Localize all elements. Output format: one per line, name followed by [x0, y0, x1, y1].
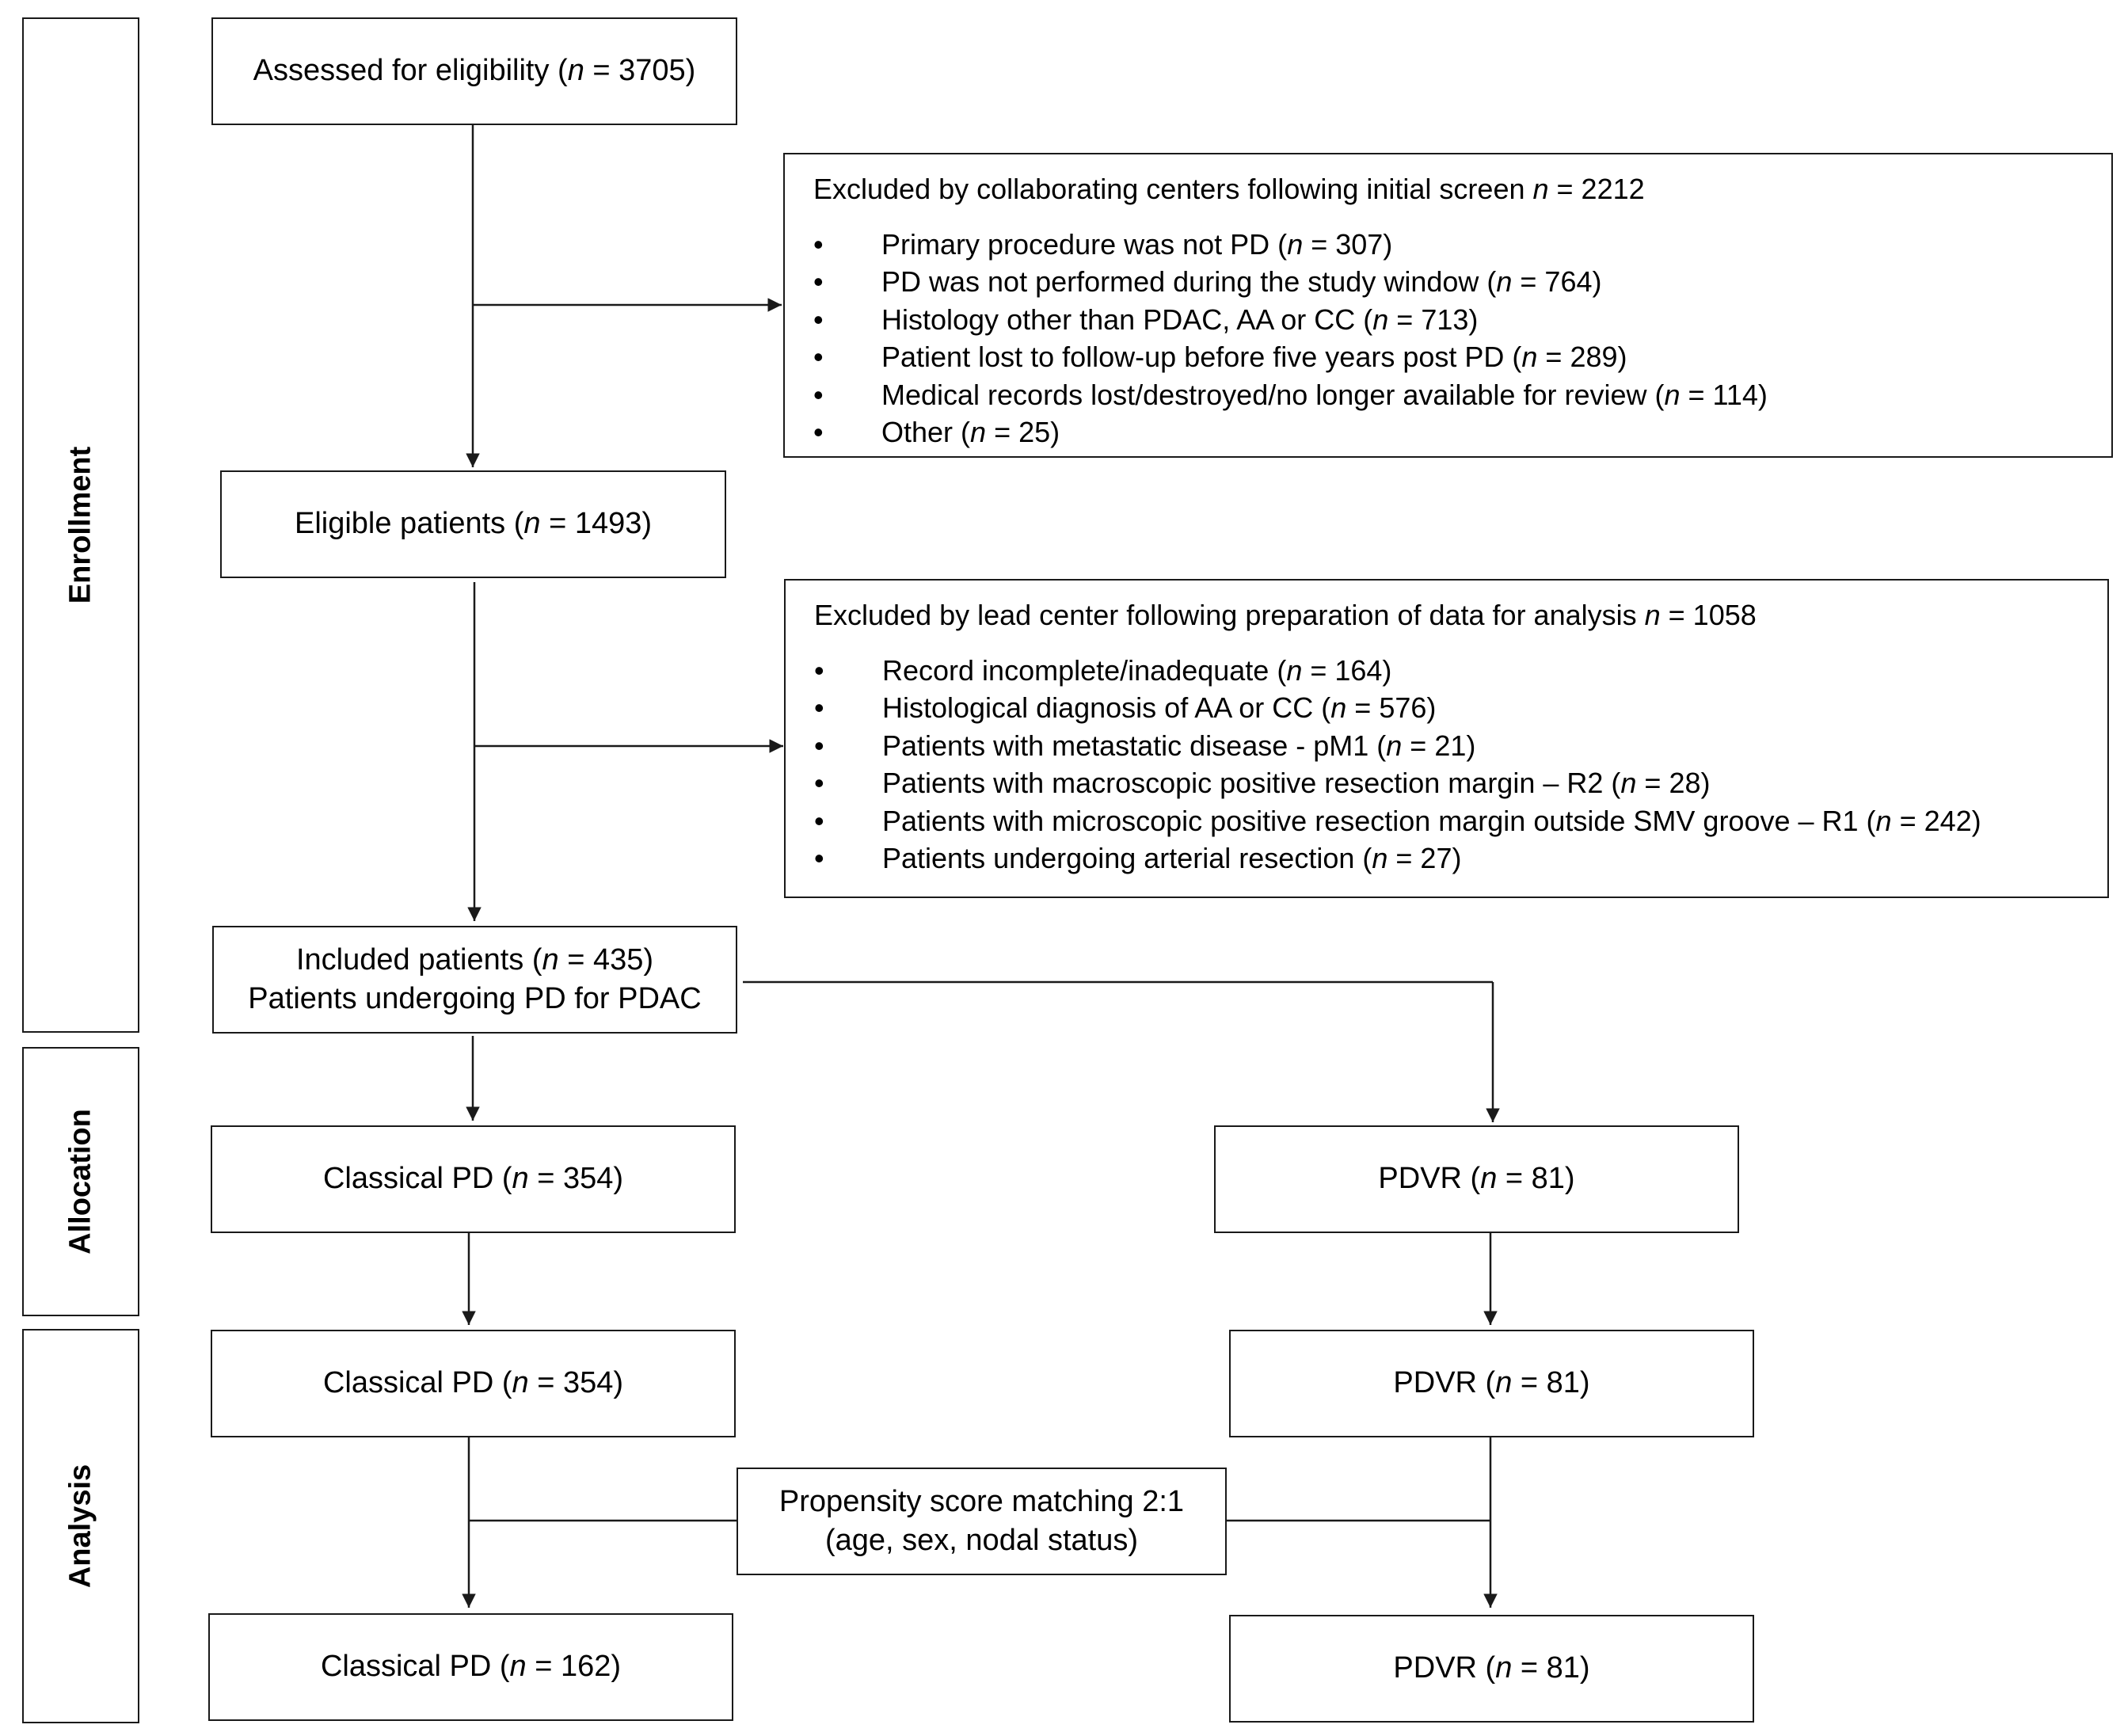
phase-label-analysis: Analysis — [22, 1329, 139, 1723]
phase-label-allocation-text: Allocation — [63, 1109, 97, 1254]
excluded-collab-title: Excluded by collaborating centers follow… — [813, 173, 1645, 205]
assessed-text: Assessed for eligibility (n = 3705) — [253, 54, 696, 88]
phase-label-allocation: Allocation — [22, 1047, 139, 1316]
list-item: Histology other than PDAC, AA or CC (n =… — [813, 301, 2083, 339]
alloc-pdvr-box: PDVR (n = 81) — [1214, 1125, 1739, 1233]
list-item: Primary procedure was not PD (n = 307) — [813, 226, 2083, 264]
included-box: Included patients (n = 435) Patients und… — [212, 926, 737, 1034]
alloc-classical-text: Classical PD (n = 354) — [322, 1162, 624, 1196]
included-line2: Patients undergoing PD for PDAC — [248, 982, 702, 1015]
phase-label-enrollment: Enrollment — [22, 17, 139, 1033]
final-pdvr-box: PDVR (n = 81) — [1229, 1615, 1754, 1723]
list-item: Patients with metastatic disease - pM1 (… — [814, 727, 2079, 765]
list-item: Patients with macroscopic positive resec… — [814, 764, 2079, 802]
final-pdvr-text: PDVR (n = 81) — [1393, 1651, 1590, 1685]
final-classical-text: Classical PD (n = 162) — [320, 1650, 622, 1684]
analysis-pdvr-box: PDVR (n = 81) — [1229, 1330, 1754, 1437]
list-item: Patients undergoing arterial resection (… — [814, 839, 2079, 878]
alloc-pdvr-text: PDVR (n = 81) — [1378, 1162, 1575, 1196]
excluded-lead-list: Record incomplete/inadequate (n = 164) H… — [814, 652, 2079, 878]
matching-line2: (age, sex, nodal status) — [825, 1524, 1138, 1557]
list-item: Patients with microscopic positive resec… — [814, 802, 2079, 840]
list-item: Record incomplete/inadequate (n = 164) — [814, 652, 2079, 690]
phase-label-enrollment-text: Enrollment — [63, 446, 97, 604]
eligible-box: Eligible patients (n = 1493) — [220, 470, 726, 578]
list-item: PD was not performed during the study wi… — [813, 263, 2083, 301]
list-item: Histological diagnosis of AA or CC (n = … — [814, 689, 2079, 727]
analysis-classical-text: Classical PD (n = 354) — [322, 1366, 624, 1400]
analysis-pdvr-text: PDVR (n = 81) — [1393, 1366, 1590, 1400]
eligible-text: Eligible patients (n = 1493) — [294, 507, 653, 541]
list-item: Other (n = 25) — [813, 413, 2083, 451]
final-classical-box: Classical PD (n = 162) — [208, 1613, 733, 1721]
excluded-collab-box: Excluded by collaborating centers follow… — [783, 153, 2113, 458]
matching-line1: Propensity score matching 2:1 — [778, 1484, 1185, 1518]
alloc-classical-box: Classical PD (n = 354) — [211, 1125, 736, 1233]
excluded-collab-list: Primary procedure was not PD (n = 307) P… — [813, 226, 2083, 451]
excluded-lead-box: Excluded by lead center following prepar… — [784, 579, 2109, 898]
excluded-lead-title: Excluded by lead center following prepar… — [814, 599, 1757, 631]
analysis-classical-box: Classical PD (n = 354) — [211, 1330, 736, 1437]
assessed-box: Assessed for eligibility (n = 3705) — [211, 17, 737, 125]
included-line1: Included patients (n = 435) — [295, 942, 654, 976]
list-item: Medical records lost/destroyed/no longer… — [813, 376, 2083, 414]
phase-label-analysis-text: Analysis — [63, 1464, 97, 1589]
matching-box: Propensity score matching 2:1 (age, sex,… — [737, 1468, 1227, 1575]
list-item: Patient lost to follow-up before five ye… — [813, 338, 2083, 376]
